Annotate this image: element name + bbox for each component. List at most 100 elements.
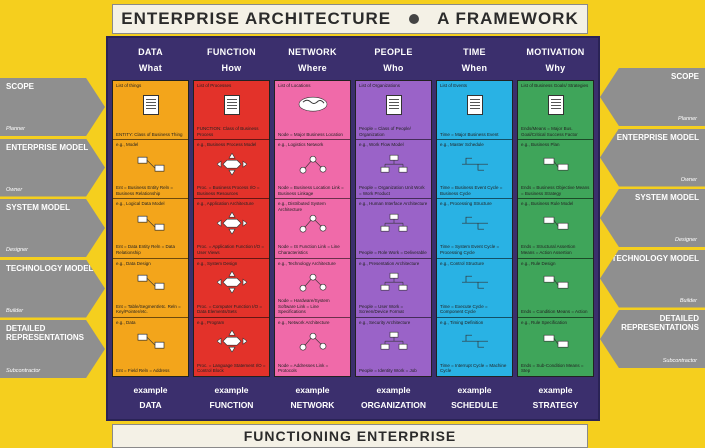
column-header: MOTIVATION Why [517, 40, 594, 80]
column-question: When [461, 63, 488, 73]
cell-diagram-icon [142, 95, 159, 116]
cell-heading: e.g., Human Interface Architecture [359, 201, 428, 207]
cell-heading: e.g., Business Plan [521, 142, 560, 148]
cell-description: Proc. = Computer Function I/O = Data Ele… [197, 303, 263, 315]
column-title: PEOPLE [374, 47, 413, 57]
cell-description: Node = Business Location Link = Business… [278, 185, 344, 196]
cell-heading: e.g., Model [116, 142, 139, 148]
column-question: What [138, 63, 163, 73]
cell-diagram-icon [136, 331, 166, 353]
cell-heading: List of Business Goals/ Strategies [521, 83, 589, 88]
cell-diagram-icon [136, 213, 166, 235]
example-label: example [295, 384, 330, 395]
cell-heading: e.g., Business Process Model [197, 142, 257, 148]
cell-heading: List of Locations [278, 83, 311, 88]
cell-description: Time = System Event Cycle = Processing C… [440, 244, 500, 255]
column-title: NETWORK [288, 47, 337, 57]
column-question: How [221, 63, 242, 73]
example-name: STRATEGY [532, 399, 579, 410]
cell-heading: e.g., Application Architecture [197, 201, 254, 207]
example-label: example [538, 384, 573, 395]
column-header: DATA What [112, 40, 189, 80]
cell-diagram-icon [379, 331, 409, 353]
cell-description: Time = Business Event Cycle = Business C… [440, 185, 503, 196]
example-label: example [376, 384, 411, 395]
column-question: Who [383, 63, 404, 73]
cell-heading: e.g., Technology Architecture [278, 260, 336, 266]
cell-description: ENTITY: Class of Business Thing [116, 131, 183, 137]
cell-diagram-icon [136, 272, 166, 294]
cell-diagram-icon [541, 272, 571, 294]
cell-diagram-icon [298, 153, 328, 177]
cell-description: Ends/Means = Major Bus. Goal/Critical Su… [521, 125, 578, 137]
example-label: example [214, 384, 249, 395]
footer-title: FUNCTIONING ENTERPRISE [243, 428, 457, 444]
cell-diagram-icon [541, 213, 571, 235]
cell-description: Ent = Field Reln = Address [116, 368, 170, 374]
column-title: MOTIVATION [526, 47, 585, 57]
cell-description: People = Identity Work = Job [359, 368, 417, 374]
cell-description: Node = IS Function Link = Line Character… [278, 244, 340, 255]
cell-diagram-icon [385, 95, 402, 116]
cell-description: Time = Interrupt Cycle = Machine Cycle [440, 362, 507, 374]
cell-diagram-icon [547, 95, 564, 116]
cell-description: Node = Addresses Link = Protocols [278, 362, 329, 374]
cell-description: Ent = Table/Segment/etc. Reln = Key/Poin… [116, 303, 181, 315]
cell-heading: e.g., Presentation Architecture [359, 260, 420, 266]
cell-diagram-icon [460, 213, 490, 235]
column-question: Why [545, 63, 566, 73]
column-title: DATA [138, 47, 163, 57]
footer-banner: FUNCTIONING ENTERPRISE [112, 424, 588, 448]
cell-diagram-icon [298, 330, 328, 354]
cell-description: Ends = Structural Assertion Means = Acti… [521, 244, 576, 255]
cell-diagram-icon [136, 154, 166, 176]
cell-description: Ent = Data Entity Reln = Data Relationsh… [116, 244, 176, 255]
example-label: example [457, 384, 492, 395]
cell-diagram-icon [466, 95, 483, 116]
cell-description: Ends = Sub-Condition Means = Step [521, 362, 584, 374]
cell-diagram-icon [541, 154, 571, 176]
cell-diagram-icon [541, 331, 571, 353]
header-banner: ENTERPRISE ARCHITECTURE A FRAMEWORK [112, 4, 588, 34]
cell-description: People = Role Work = Deliverable [359, 249, 427, 255]
cell-heading: e.g., System Design [197, 260, 238, 266]
cell-diagram-icon [379, 213, 409, 235]
